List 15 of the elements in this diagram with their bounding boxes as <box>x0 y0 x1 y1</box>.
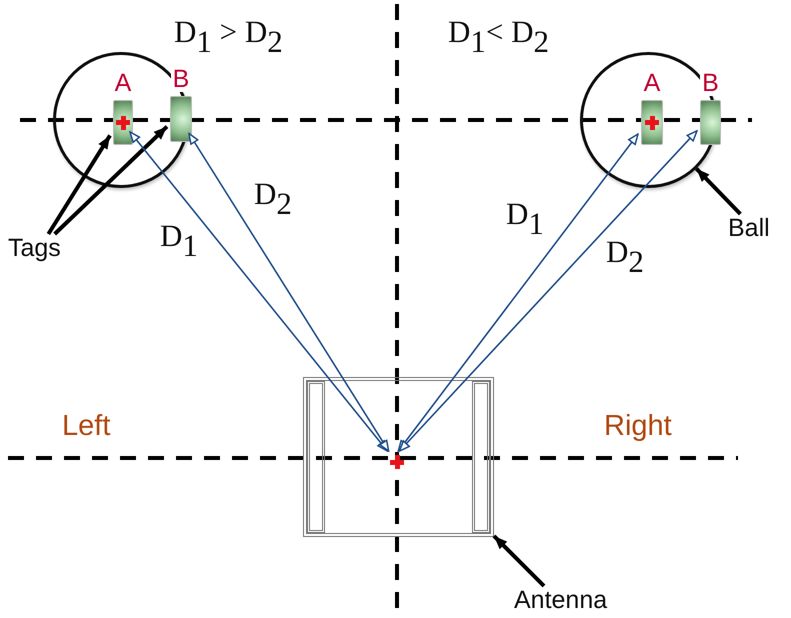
callout-text: Antenna <box>514 586 608 615</box>
callout-text: Tags <box>8 234 61 263</box>
distance-arrow <box>129 131 388 452</box>
antenna-board <box>303 377 494 537</box>
distance-arrow <box>188 132 390 452</box>
pointer-arrow <box>694 167 742 216</box>
side-label: Left <box>62 410 110 443</box>
pointer-arrow <box>46 134 112 236</box>
side-label: Right <box>604 410 672 443</box>
pointer-arrow <box>53 125 168 236</box>
pointer-arrow <box>492 534 546 588</box>
distance-arrow <box>398 133 639 452</box>
distance-arrow <box>398 130 698 452</box>
callout-text: Ball <box>728 214 770 243</box>
ball-circle <box>53 52 189 188</box>
